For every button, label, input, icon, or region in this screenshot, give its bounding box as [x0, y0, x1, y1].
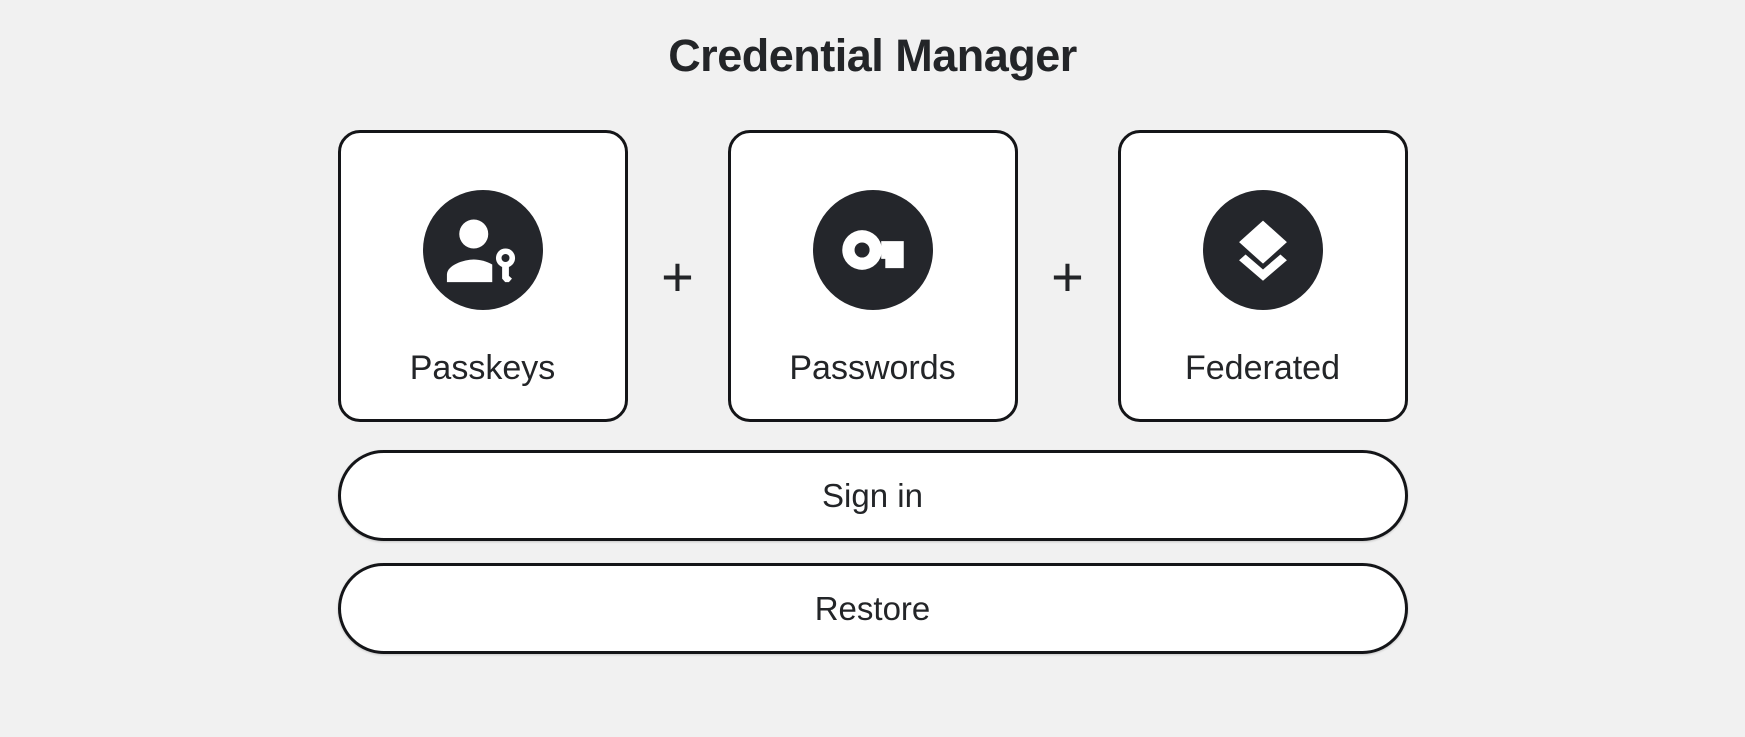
- card-federated[interactable]: Federated: [1117, 130, 1408, 422]
- key-icon: [832, 209, 914, 291]
- card-passwords[interactable]: Passwords: [727, 130, 1018, 422]
- card-label-passwords: Passwords: [789, 349, 956, 387]
- passkey-icon-circle: [422, 190, 543, 310]
- federated-layers-icon: [1222, 209, 1304, 291]
- credential-types-row: Passkeys + Passwords +: [337, 130, 1408, 422]
- password-icon-circle: [812, 190, 933, 310]
- card-label-passkeys: Passkeys: [409, 349, 556, 387]
- credential-manager-screen: Credential Manager Passkeys +: [337, 30, 1408, 654]
- sign-in-button[interactable]: Sign in: [337, 450, 1408, 541]
- federated-icon-circle: [1202, 190, 1323, 310]
- page-title: Credential Manager: [668, 30, 1077, 81]
- restore-button[interactable]: Restore: [337, 563, 1408, 654]
- plus-separator: +: [661, 244, 694, 308]
- passkey-icon: [446, 213, 520, 287]
- card-label-federated: Federated: [1185, 349, 1340, 387]
- card-passkeys[interactable]: Passkeys: [337, 130, 628, 422]
- plus-separator: +: [1051, 244, 1084, 308]
